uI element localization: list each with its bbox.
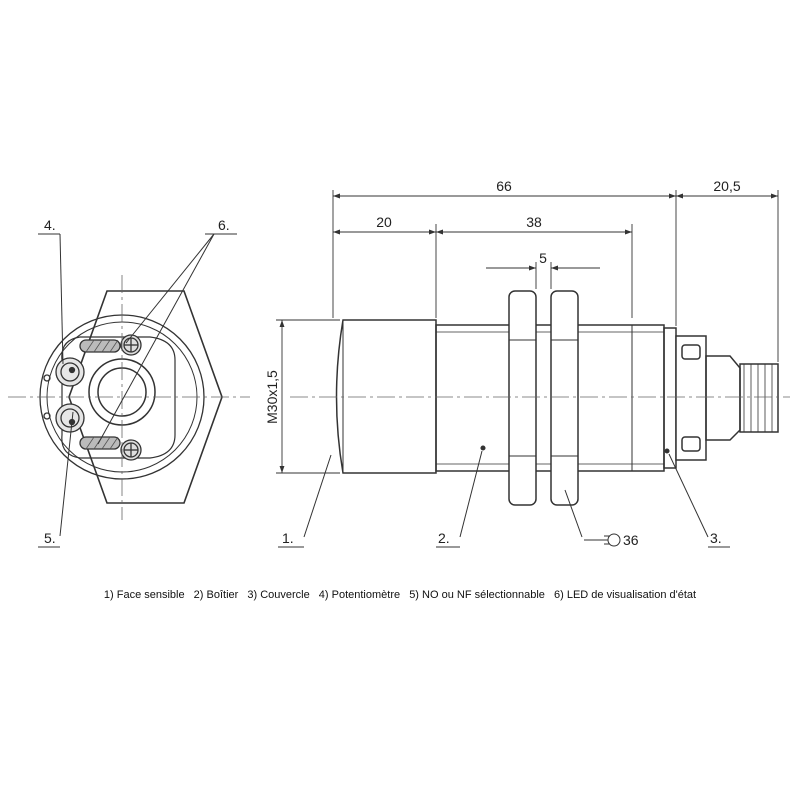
legend-item-3: 3) Couvercle bbox=[247, 589, 310, 601]
legend-item-4: 4) Potentiomètre bbox=[318, 589, 401, 601]
side-view bbox=[290, 290, 790, 506]
selector-switch-icon bbox=[55, 403, 85, 433]
wrench-icon bbox=[584, 533, 621, 547]
callout-5: 5. bbox=[44, 530, 56, 546]
led-window-top bbox=[79, 339, 121, 353]
side-leaders bbox=[278, 450, 730, 548]
legend-item-5: 5) NO ou NF sélectionnable bbox=[409, 589, 545, 601]
callout-6: 6. bbox=[218, 217, 230, 233]
legend-item-6: 6) LED de visualisation d'état bbox=[553, 589, 697, 601]
threaded-housing bbox=[435, 324, 665, 472]
leader-3 bbox=[668, 453, 709, 538]
callout-2: 2. bbox=[438, 530, 450, 546]
leader-1 bbox=[303, 454, 332, 538]
callout-4: 4. bbox=[44, 217, 56, 233]
leader-6a bbox=[125, 233, 215, 344]
screw-icon-top bbox=[120, 334, 142, 356]
front-view bbox=[8, 233, 250, 548]
screw-icon-bottom bbox=[120, 439, 142, 461]
dim-thread-size-label: M30x1,5 bbox=[264, 370, 280, 424]
lock-nut-2 bbox=[550, 290, 579, 506]
legend-item-2: 2) Boîtier bbox=[193, 589, 239, 601]
dim-connector-length-label: 20,5 bbox=[713, 178, 740, 194]
dim-sensing-face-label: 20 bbox=[376, 214, 392, 230]
legend: 1) Face sensible 2) Boîtier 3) Couvercle… bbox=[0, 589, 800, 601]
potentiometer-icon bbox=[55, 357, 85, 387]
led-window-bottom bbox=[79, 436, 121, 450]
callout-3: 3. bbox=[710, 530, 722, 546]
leader-2 bbox=[459, 450, 483, 538]
dim-overall-length-label: 66 bbox=[496, 178, 512, 194]
leader-nut bbox=[564, 489, 583, 538]
dim-nut-width-label: 5 bbox=[539, 250, 547, 266]
cover bbox=[663, 327, 677, 469]
legend-item-1: 1) Face sensible bbox=[103, 589, 185, 601]
connector-plug bbox=[739, 363, 779, 433]
leader-6b bbox=[97, 233, 215, 445]
dimension-lines bbox=[276, 190, 779, 474]
wrench-size-label: 36 bbox=[623, 532, 639, 548]
dim-thread-length-label: 38 bbox=[526, 214, 542, 230]
leader-4 bbox=[59, 233, 64, 365]
callout-1: 1. bbox=[282, 530, 294, 546]
sensing-face bbox=[335, 319, 437, 474]
leader-5 bbox=[59, 411, 74, 537]
lock-nut-1 bbox=[508, 290, 537, 506]
